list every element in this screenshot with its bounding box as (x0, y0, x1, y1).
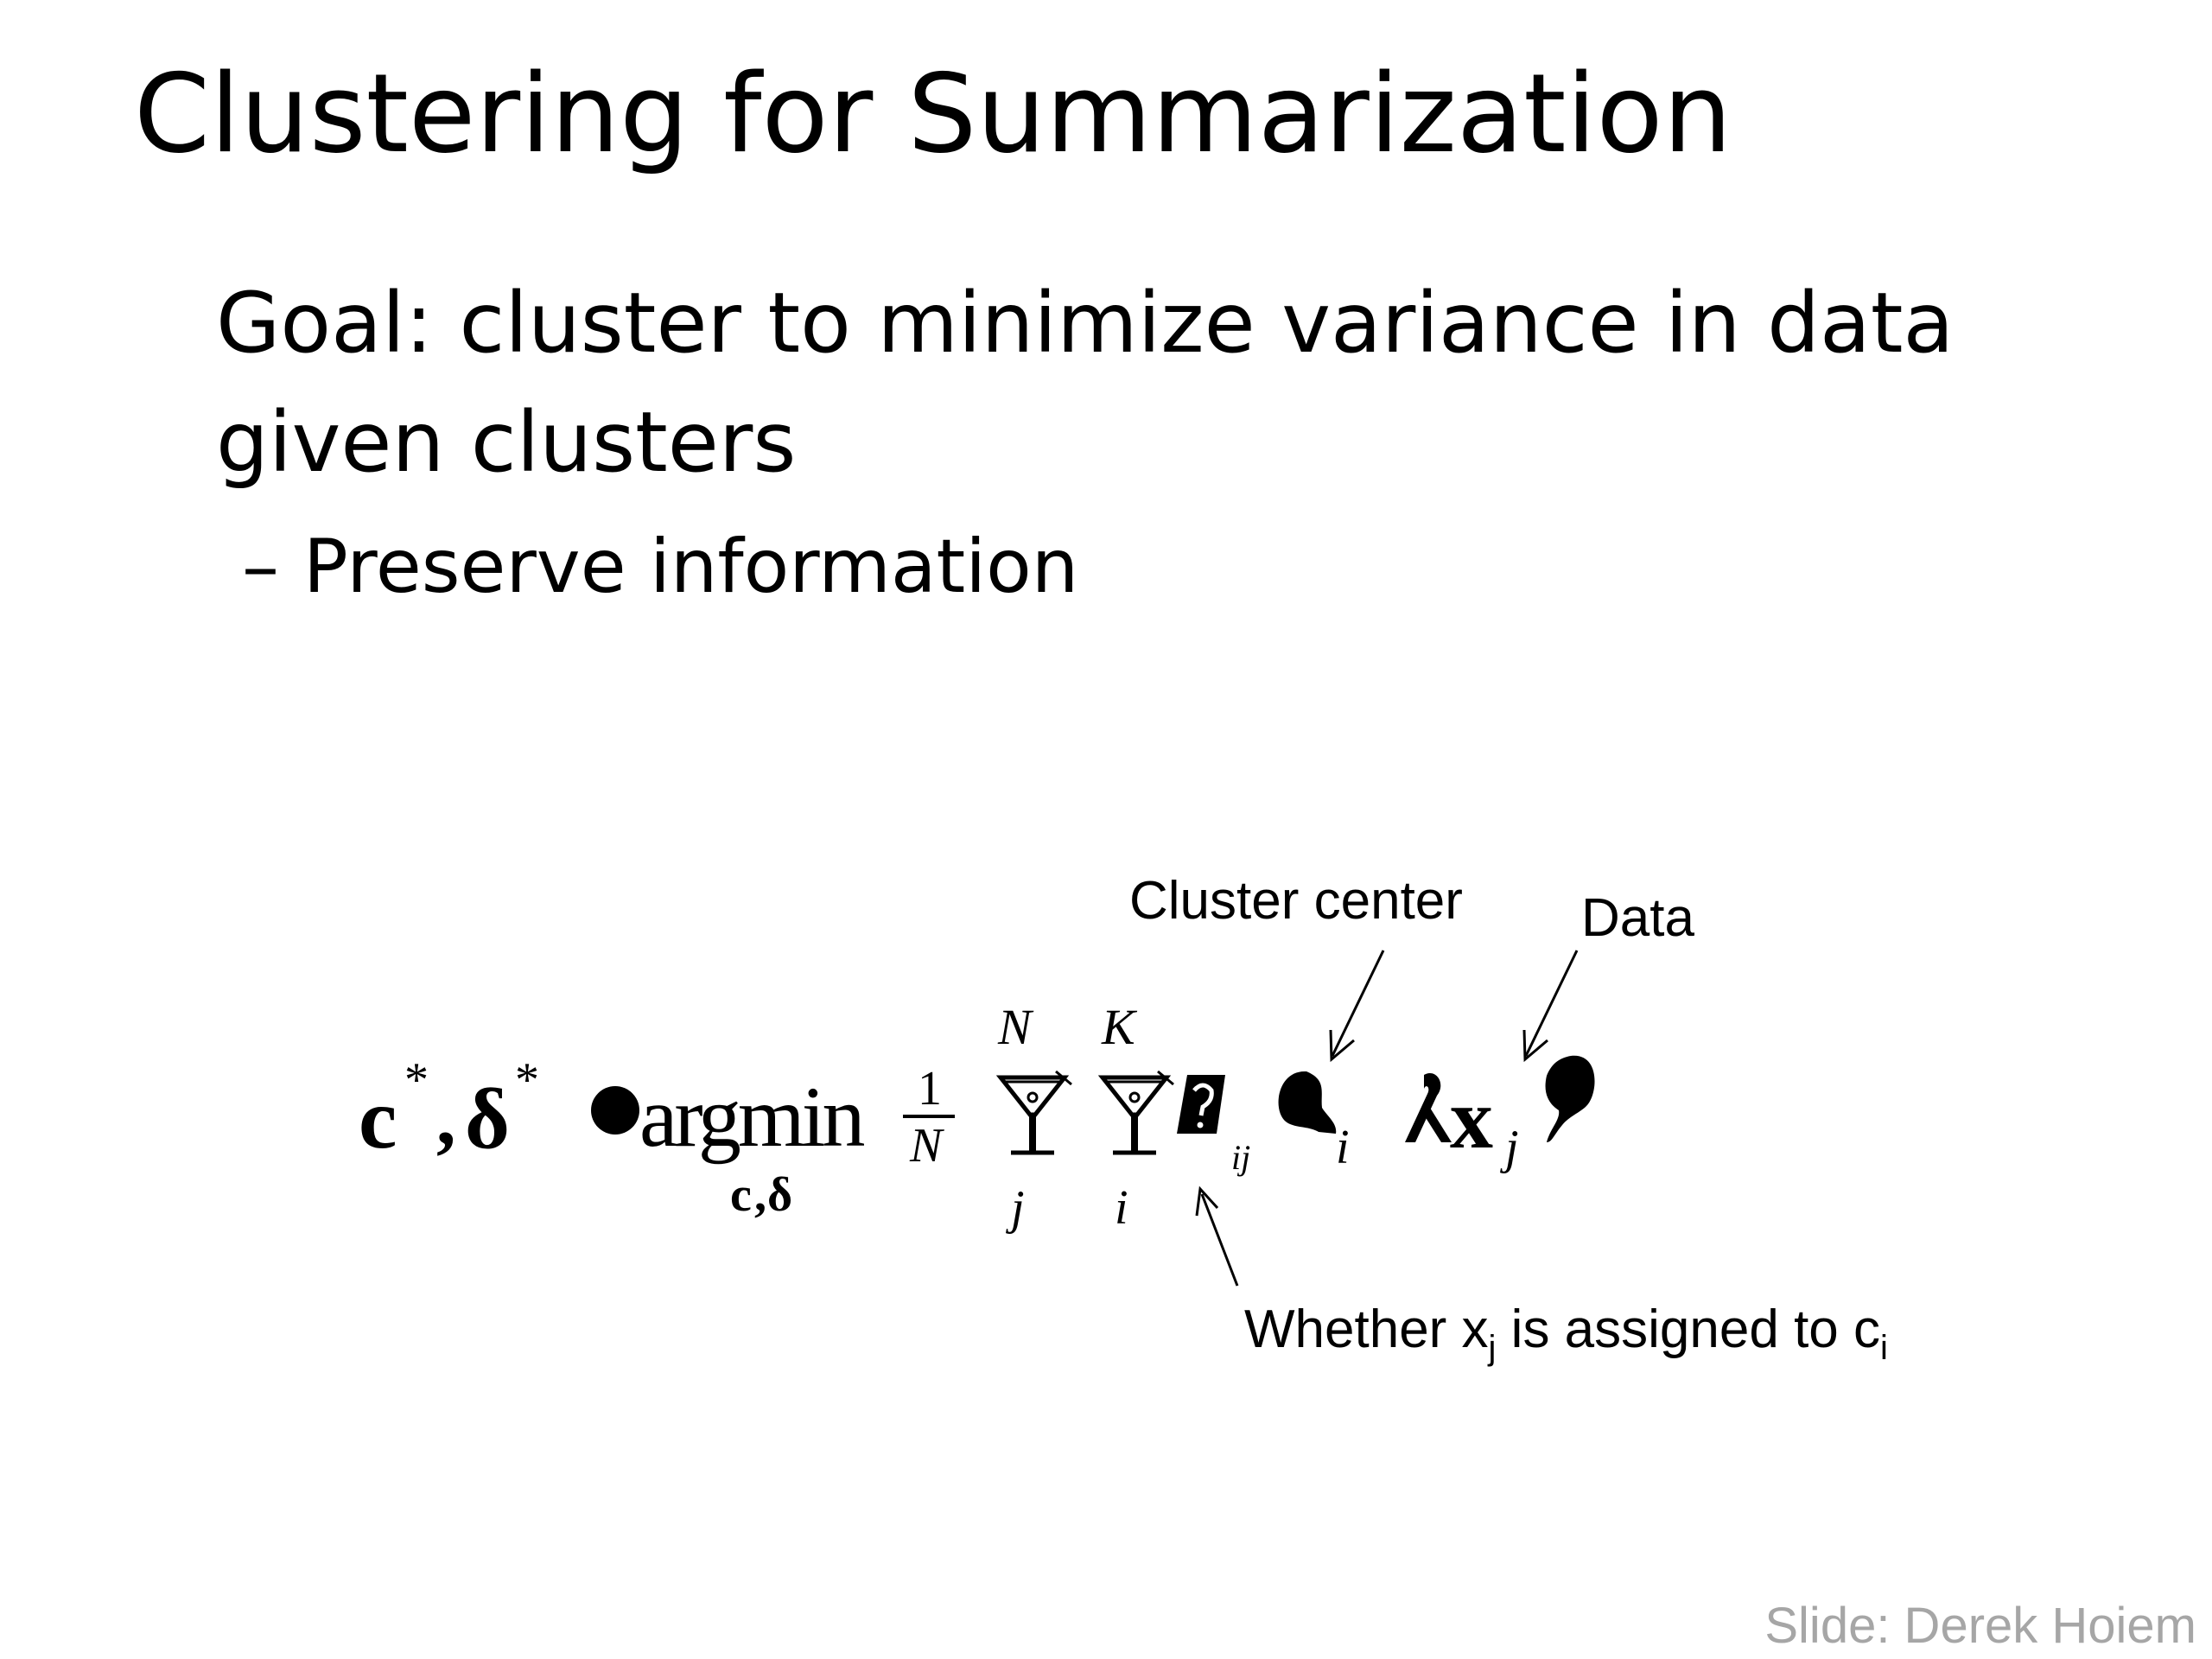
eq-frac-den: N (910, 1119, 943, 1173)
eq-x: x (1450, 1071, 1493, 1166)
eq-lhs-c-star: * (404, 1053, 429, 1107)
eq-frac-num: 1 (918, 1062, 942, 1116)
annotation-assignment-sub-i: i (1880, 1329, 1888, 1367)
eq-sum2-upper: K (1102, 999, 1135, 1055)
sub-bullet-text: Preserve information (303, 524, 1079, 610)
summation-i-icon (1097, 1070, 1174, 1155)
data-arrow (1522, 950, 1579, 1063)
eq-lhs-delta-star: * (515, 1053, 539, 1107)
eq-argmin-sub-comma: , (754, 1168, 766, 1222)
equals-glyph-icon (591, 1086, 639, 1135)
annotation-assignment-middle: is assigned to c (1496, 1300, 1881, 1359)
slide-title: Clustering for Summarization (134, 50, 1732, 177)
eq-x-sub: j (1505, 1121, 1519, 1174)
eq-sum1-upper: N (998, 999, 1032, 1055)
eq-argmin-sub-c: c (730, 1168, 752, 1222)
goal-bullet: Goal: cluster to minimize variance in da… (216, 275, 1955, 491)
annotation-data: Data (1581, 888, 1694, 948)
annotation-assignment-prefix: Whether x (1244, 1300, 1489, 1359)
sub-bullet-dash: – (242, 524, 279, 610)
eq-lhs-comma: , (436, 1076, 456, 1161)
eq-argmin: argmin (639, 1069, 865, 1165)
summation-j-icon (995, 1070, 1072, 1155)
sub-bullet: –Preserve information (242, 523, 1078, 612)
eq-lhs-delta: δ (465, 1071, 510, 1166)
eq-sum2-lower: i (1115, 1181, 1128, 1235)
eq-sum1-lower: j (1011, 1181, 1025, 1235)
annotation-assignment-sub-j: j (1488, 1329, 1497, 1367)
eq-delta-sub: ij (1231, 1138, 1251, 1177)
slide-credit: Slide: Derek Hoiem (1764, 1598, 2196, 1654)
eq-lhs-c: c (359, 1071, 397, 1166)
minus-ribbon-icon (1405, 1073, 1452, 1142)
cluster-center-arrow (1329, 950, 1385, 1063)
right-paren-blob-icon (1545, 1055, 1595, 1142)
left-paren-blob-icon (1278, 1071, 1337, 1134)
annotation-cluster-center: Cluster center (1129, 871, 1463, 931)
eq-argmin-sub-delta: δ (767, 1168, 793, 1222)
annotation-assignment: Whether xj is assigned to ci (1244, 1300, 1888, 1367)
eq-c-sub: i (1336, 1121, 1350, 1174)
delta-assignment-icon (1177, 1075, 1225, 1134)
assignment-arrow (1195, 1185, 1239, 1287)
